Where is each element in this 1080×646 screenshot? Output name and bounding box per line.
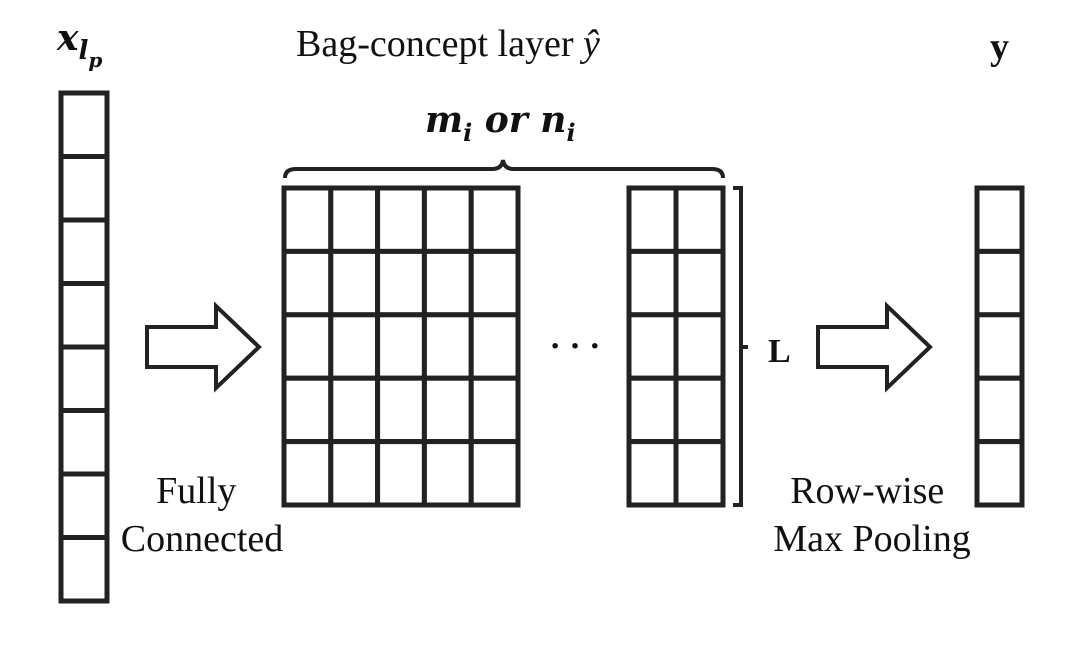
concept-matrix-cell [375, 185, 427, 254]
concept-matrix-cell [626, 375, 679, 445]
matrix-ellipsis: · · · [549, 328, 600, 365]
concept-matrix-cell [626, 439, 679, 508]
concept-matrix-cell [421, 439, 474, 508]
concept-matrix-cell [468, 375, 521, 445]
concept-matrix-cell [281, 248, 334, 318]
input-vector-cell [58, 408, 110, 477]
max-pooling-arrow [816, 301, 933, 393]
concept-matrix-cell [281, 185, 334, 254]
input-vector-label: xlp [56, 17, 102, 72]
input-vector [58, 90, 110, 604]
concept-matrix-cell [328, 185, 381, 254]
concept-matrix-cell [468, 185, 521, 254]
y-hat-symbol: ŷ [579, 23, 600, 65]
fully-connected-arrow [145, 301, 262, 393]
max-pooling-line2: Max Pooling [773, 518, 970, 560]
concept-matrix-cell [421, 375, 474, 445]
input-label-sub: l [78, 36, 88, 66]
output-vector-cell [974, 248, 1025, 318]
fully-connected-line1: Fully [156, 470, 236, 512]
output-vector-cell [974, 312, 1025, 381]
width-label-m: m [425, 99, 463, 141]
concept-matrix-cell [673, 439, 726, 508]
output-vector-cell [974, 439, 1025, 508]
concept-matrix-cell [421, 312, 474, 381]
width-label-or: or [472, 99, 540, 141]
concept-matrix-cell [673, 248, 726, 318]
concept-matrix-cell [626, 312, 679, 381]
max-pooling-line1: Row-wise [790, 470, 944, 512]
width-label-n-sub: i [566, 118, 575, 147]
concept-matrix-cell [281, 312, 334, 381]
input-label-subsub: p [88, 48, 102, 72]
concept-matrix-cell [375, 312, 427, 381]
concept-matrix-cell [328, 439, 381, 508]
input-vector-cell [58, 90, 110, 159]
concept-matrix-cell [421, 185, 474, 254]
width-brace [283, 159, 725, 179]
concept-matrix-cell [375, 375, 427, 445]
concept-matrix-left-block [281, 185, 521, 508]
concept-matrix-cell [328, 312, 381, 381]
max-pooling-label: Row-wise Max Pooling [773, 470, 970, 560]
concept-matrix-cell [375, 248, 427, 318]
input-vector-cell [58, 535, 110, 604]
concept-layer-title: Bag-concept layer ŷ [296, 23, 600, 65]
input-vector-cell [58, 344, 110, 413]
concept-matrix-cell [626, 248, 679, 318]
concept-matrix-cell [626, 185, 679, 254]
concept-matrix-cell [468, 439, 521, 508]
concept-matrix-cell [328, 248, 381, 318]
concept-matrix-cell [421, 248, 474, 318]
concept-matrix-cell [468, 248, 521, 318]
width-label-m-sub: i [463, 118, 472, 147]
input-label-main: x [56, 17, 79, 59]
height-label: L [768, 333, 791, 370]
fully-connected-line2: Connected [121, 518, 284, 560]
output-vector-cell [974, 375, 1025, 445]
concept-matrix-right-block [626, 185, 726, 508]
concept-matrix-cell [375, 439, 427, 508]
concept-layer-title-text: Bag-concept layer [296, 23, 583, 65]
fully-connected-label: Fully Connected [121, 470, 284, 560]
input-vector-cell [58, 471, 110, 540]
concept-matrix-cell [328, 375, 381, 445]
output-vector-label: y [990, 26, 1009, 68]
concept-matrix-cell [673, 185, 726, 254]
width-label: mi or ni [425, 99, 576, 147]
output-vector-cell [974, 185, 1025, 254]
concept-matrix-cell [468, 312, 521, 381]
width-label-n: n [540, 99, 566, 141]
concept-matrix-cell [281, 375, 334, 445]
input-vector-cell [58, 154, 110, 223]
concept-matrix-cell [673, 375, 726, 445]
concept-matrix-cell [673, 312, 726, 381]
output-vector [974, 185, 1025, 508]
input-vector-cell [58, 217, 110, 286]
concept-matrix-cell [281, 439, 334, 508]
input-vector-cell [58, 281, 110, 350]
height-bracket [733, 186, 743, 507]
